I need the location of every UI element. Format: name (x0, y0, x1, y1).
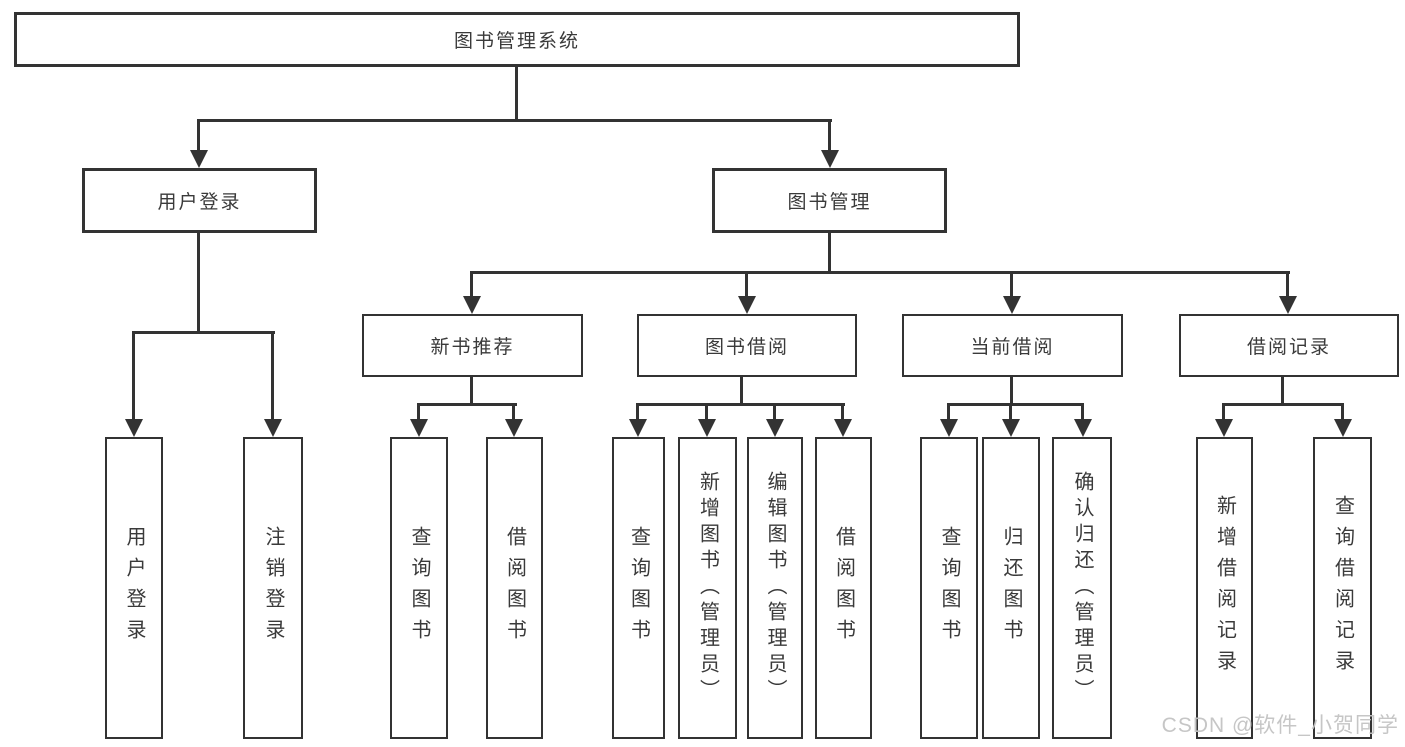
node-book-manage-label: 图书管理 (787, 192, 872, 213)
arrow-down-icon (821, 150, 839, 168)
connector-login-trunk (197, 233, 200, 333)
node-user-login: 用户登录 (82, 168, 317, 233)
arrow-down-icon (1003, 296, 1021, 314)
arrow-down-icon (1279, 296, 1297, 314)
arrow-down-icon (629, 419, 647, 437)
connector-br-trunk (1281, 377, 1284, 405)
connector-cb-hbar (947, 403, 1084, 406)
node-book-manage: 图书管理 (712, 168, 947, 233)
connector-root-trunk (515, 67, 518, 120)
connector-br-hbar (1222, 403, 1344, 406)
leaf-cb-query-books-label: 查询图书 (938, 526, 960, 650)
leaf-logout: 注销登录 (243, 437, 303, 739)
connector-bb-trunk (740, 377, 743, 405)
watermark: CSDN @软件_小贺同学 (1161, 714, 1399, 737)
leaf-cb-return-books-label: 归还图书 (1000, 526, 1022, 650)
node-current-borrow: 当前借阅 (902, 314, 1123, 377)
arrow-down-icon (264, 419, 282, 437)
leaf-bb-query-books-label: 查询图书 (627, 526, 650, 650)
leaf-cb-return-books: 归还图书 (982, 437, 1040, 739)
node-borrow-records-label: 借阅记录 (1246, 337, 1331, 358)
leaf-nb-borrow-books-label: 借阅图书 (503, 526, 526, 650)
connector-nb-trunk (470, 377, 473, 405)
arrow-down-icon (1215, 419, 1233, 437)
connector-bb-hbar (636, 403, 845, 406)
leaf-nb-query-books-label: 查询图书 (408, 526, 430, 650)
leaf-user-login: 用户登录 (105, 437, 163, 739)
arrow-down-icon (190, 150, 208, 168)
arrow-down-icon (1334, 419, 1352, 437)
node-book-borrow-label: 图书借阅 (704, 337, 789, 358)
arrow-down-icon (940, 419, 958, 437)
connector-drop (470, 271, 473, 297)
node-new-book-recommend: 新书推荐 (362, 314, 583, 377)
connector-drop (1009, 403, 1012, 420)
leaf-bb-borrow-books: 借阅图书 (815, 437, 872, 739)
leaf-cb-confirm-return-admin: 确认归还（管理员） (1052, 437, 1112, 739)
leaf-user-login-label: 用户登录 (123, 526, 145, 650)
leaf-br-query-record-label: 查询借阅记录 (1331, 495, 1354, 681)
leaf-bb-add-book-admin: 新增图书（管理员） (678, 437, 737, 739)
leaf-cb-query-books: 查询图书 (920, 437, 978, 739)
connector-drop (841, 403, 844, 420)
arrow-down-icon (125, 419, 143, 437)
node-root: 图书管理系统 (14, 12, 1020, 67)
connector-drop (417, 403, 420, 420)
arrow-down-icon (738, 296, 756, 314)
connector-drop (1341, 403, 1344, 420)
node-borrow-records: 借阅记录 (1179, 314, 1399, 377)
leaf-br-add-record: 新增借阅记录 (1196, 437, 1253, 739)
connector-drop (1081, 403, 1084, 420)
leaf-nb-query-books: 查询图书 (390, 437, 448, 739)
connector-level1-hbar (197, 119, 832, 122)
connector-drop (197, 119, 200, 151)
arrow-down-icon (410, 419, 428, 437)
arrow-down-icon (1002, 419, 1020, 437)
arrow-down-icon (766, 419, 784, 437)
leaf-bb-borrow-books-label: 借阅图书 (832, 526, 855, 650)
connector-drop (1222, 403, 1225, 420)
connector-nb-hbar (417, 403, 517, 406)
connector-drop (636, 403, 639, 420)
node-root-label: 图书管理系统 (453, 31, 580, 52)
connector-drop (1286, 271, 1289, 297)
leaf-br-add-record-label: 新增借阅记录 (1213, 495, 1236, 681)
connector-drop (1010, 271, 1013, 297)
node-book-borrow: 图书借阅 (637, 314, 857, 377)
connector-cb-trunk (1010, 377, 1013, 405)
arrow-down-icon (698, 419, 716, 437)
connector-drop (512, 403, 515, 420)
arrow-down-icon (1074, 419, 1092, 437)
connector-drop (773, 403, 776, 420)
connector-drop (745, 271, 748, 297)
leaf-logout-label: 注销登录 (262, 526, 284, 650)
connector-level3-hbar (470, 271, 1290, 274)
node-current-borrow-label: 当前借阅 (970, 337, 1055, 358)
leaf-br-query-record: 查询借阅记录 (1313, 437, 1372, 739)
leaf-bb-query-books: 查询图书 (612, 437, 665, 739)
arrow-down-icon (463, 296, 481, 314)
connector-drop (132, 331, 135, 419)
leaf-bb-add-book-admin-label: 新增图书（管理员） (696, 471, 719, 705)
connector-drop (947, 403, 950, 420)
arrow-down-icon (834, 419, 852, 437)
leaf-bb-edit-book-admin: 编辑图书（管理员） (747, 437, 803, 739)
connector-drop (828, 119, 831, 151)
leaf-nb-borrow-books: 借阅图书 (486, 437, 543, 739)
arrow-down-icon (505, 419, 523, 437)
connector-login-hbar (132, 331, 275, 334)
leaf-cb-confirm-return-admin-label: 确认归还（管理员） (1071, 471, 1093, 705)
connector-manage-trunk (828, 233, 831, 272)
connector-drop (705, 403, 708, 420)
node-user-login-label: 用户登录 (157, 192, 242, 213)
leaf-bb-edit-book-admin-label: 编辑图书（管理员） (764, 471, 786, 705)
connector-drop (271, 331, 274, 419)
node-new-book-recommend-label: 新书推荐 (430, 337, 515, 358)
